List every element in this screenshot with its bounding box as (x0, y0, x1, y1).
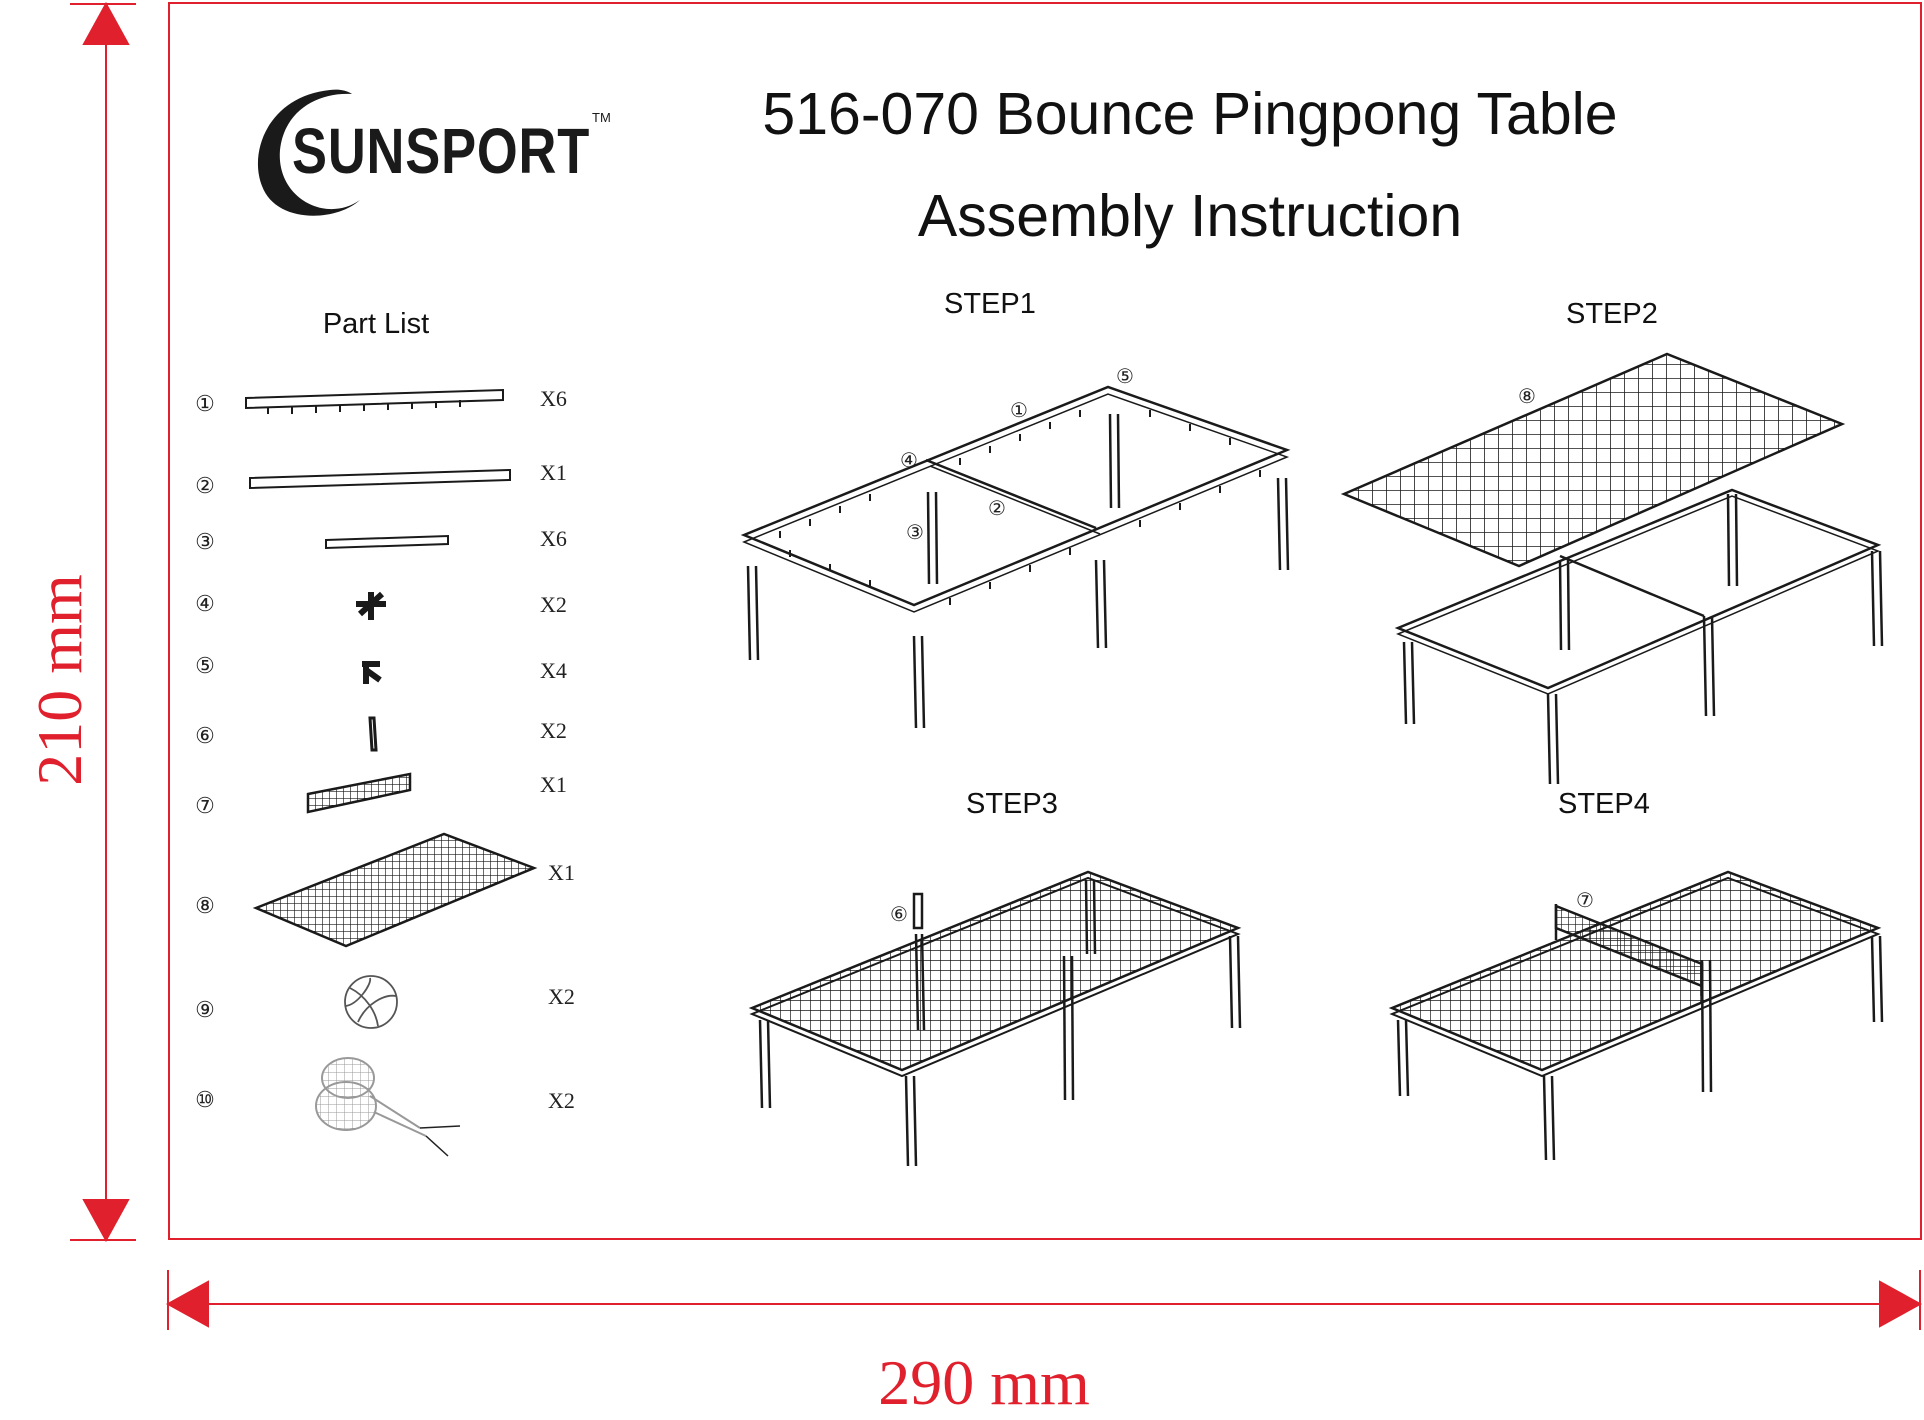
step1-label: STEP1 (944, 288, 1036, 320)
part-qty-2: X1 (540, 460, 567, 485)
callout-part-4: ④ (900, 448, 918, 472)
height-dimension-label: 210 mm (24, 574, 95, 786)
part-list-heading: Part List (322, 308, 430, 340)
part-drawings (245, 388, 538, 1157)
trademark-mark: TM (592, 110, 611, 125)
sunsport-logo-crescent (257, 89, 360, 216)
step3-drawing (748, 870, 1242, 1167)
part-number-2: ② (195, 474, 215, 499)
part-number-9: ⑨ (195, 998, 215, 1023)
callout-part-6: ⑥ (890, 902, 908, 926)
part-number-4: ④ (195, 592, 215, 617)
part-qty-5: X4 (540, 658, 567, 683)
part-qty-9: X2 (548, 984, 575, 1009)
part-qty-8: X1 (548, 860, 575, 885)
document-title: 516-070 Bounce Pingpong Table (762, 81, 1618, 147)
dimension-markers (70, 1, 1923, 1330)
part-qty-1: X6 (540, 386, 567, 411)
callout-part-5: ⑤ (1116, 364, 1134, 388)
part-number-1: ① (195, 392, 215, 417)
brand-logo-text: SUNSPORT (292, 115, 591, 187)
part-qty-6: X2 (540, 718, 567, 743)
width-dimension-label: 290 mm (878, 1347, 1090, 1418)
part-qty-4: X2 (540, 592, 567, 617)
part-number-5: ⑤ (195, 654, 215, 679)
step4-drawing (1388, 870, 1884, 1161)
step2-label: STEP2 (1566, 298, 1658, 330)
callout-part-7: ⑦ (1576, 888, 1594, 912)
step3-label: STEP3 (966, 788, 1058, 820)
part-number-3: ③ (195, 530, 215, 555)
part-qty-10: X2 (548, 1088, 575, 1113)
part-qty-7: X1 (540, 772, 567, 797)
document-subtitle: Assembly Instruction (917, 183, 1463, 249)
step4-label: STEP4 (1558, 788, 1650, 820)
callout-part-3: ③ (906, 520, 924, 544)
sheet-border (168, 2, 1922, 1240)
part-qty-3: X6 (540, 526, 567, 551)
part-number-10: ⑩ (195, 1088, 215, 1113)
part-number-7: ⑦ (195, 794, 215, 819)
callout-part-1: ① (1010, 398, 1028, 422)
callout-part-8: ⑧ (1518, 384, 1536, 408)
part-number-6: ⑥ (195, 724, 215, 749)
step1-frame-drawing (740, 385, 1291, 729)
callout-part-2: ② (988, 496, 1006, 520)
step2-drawing (1340, 352, 1884, 785)
part-number-8: ⑧ (195, 894, 215, 919)
